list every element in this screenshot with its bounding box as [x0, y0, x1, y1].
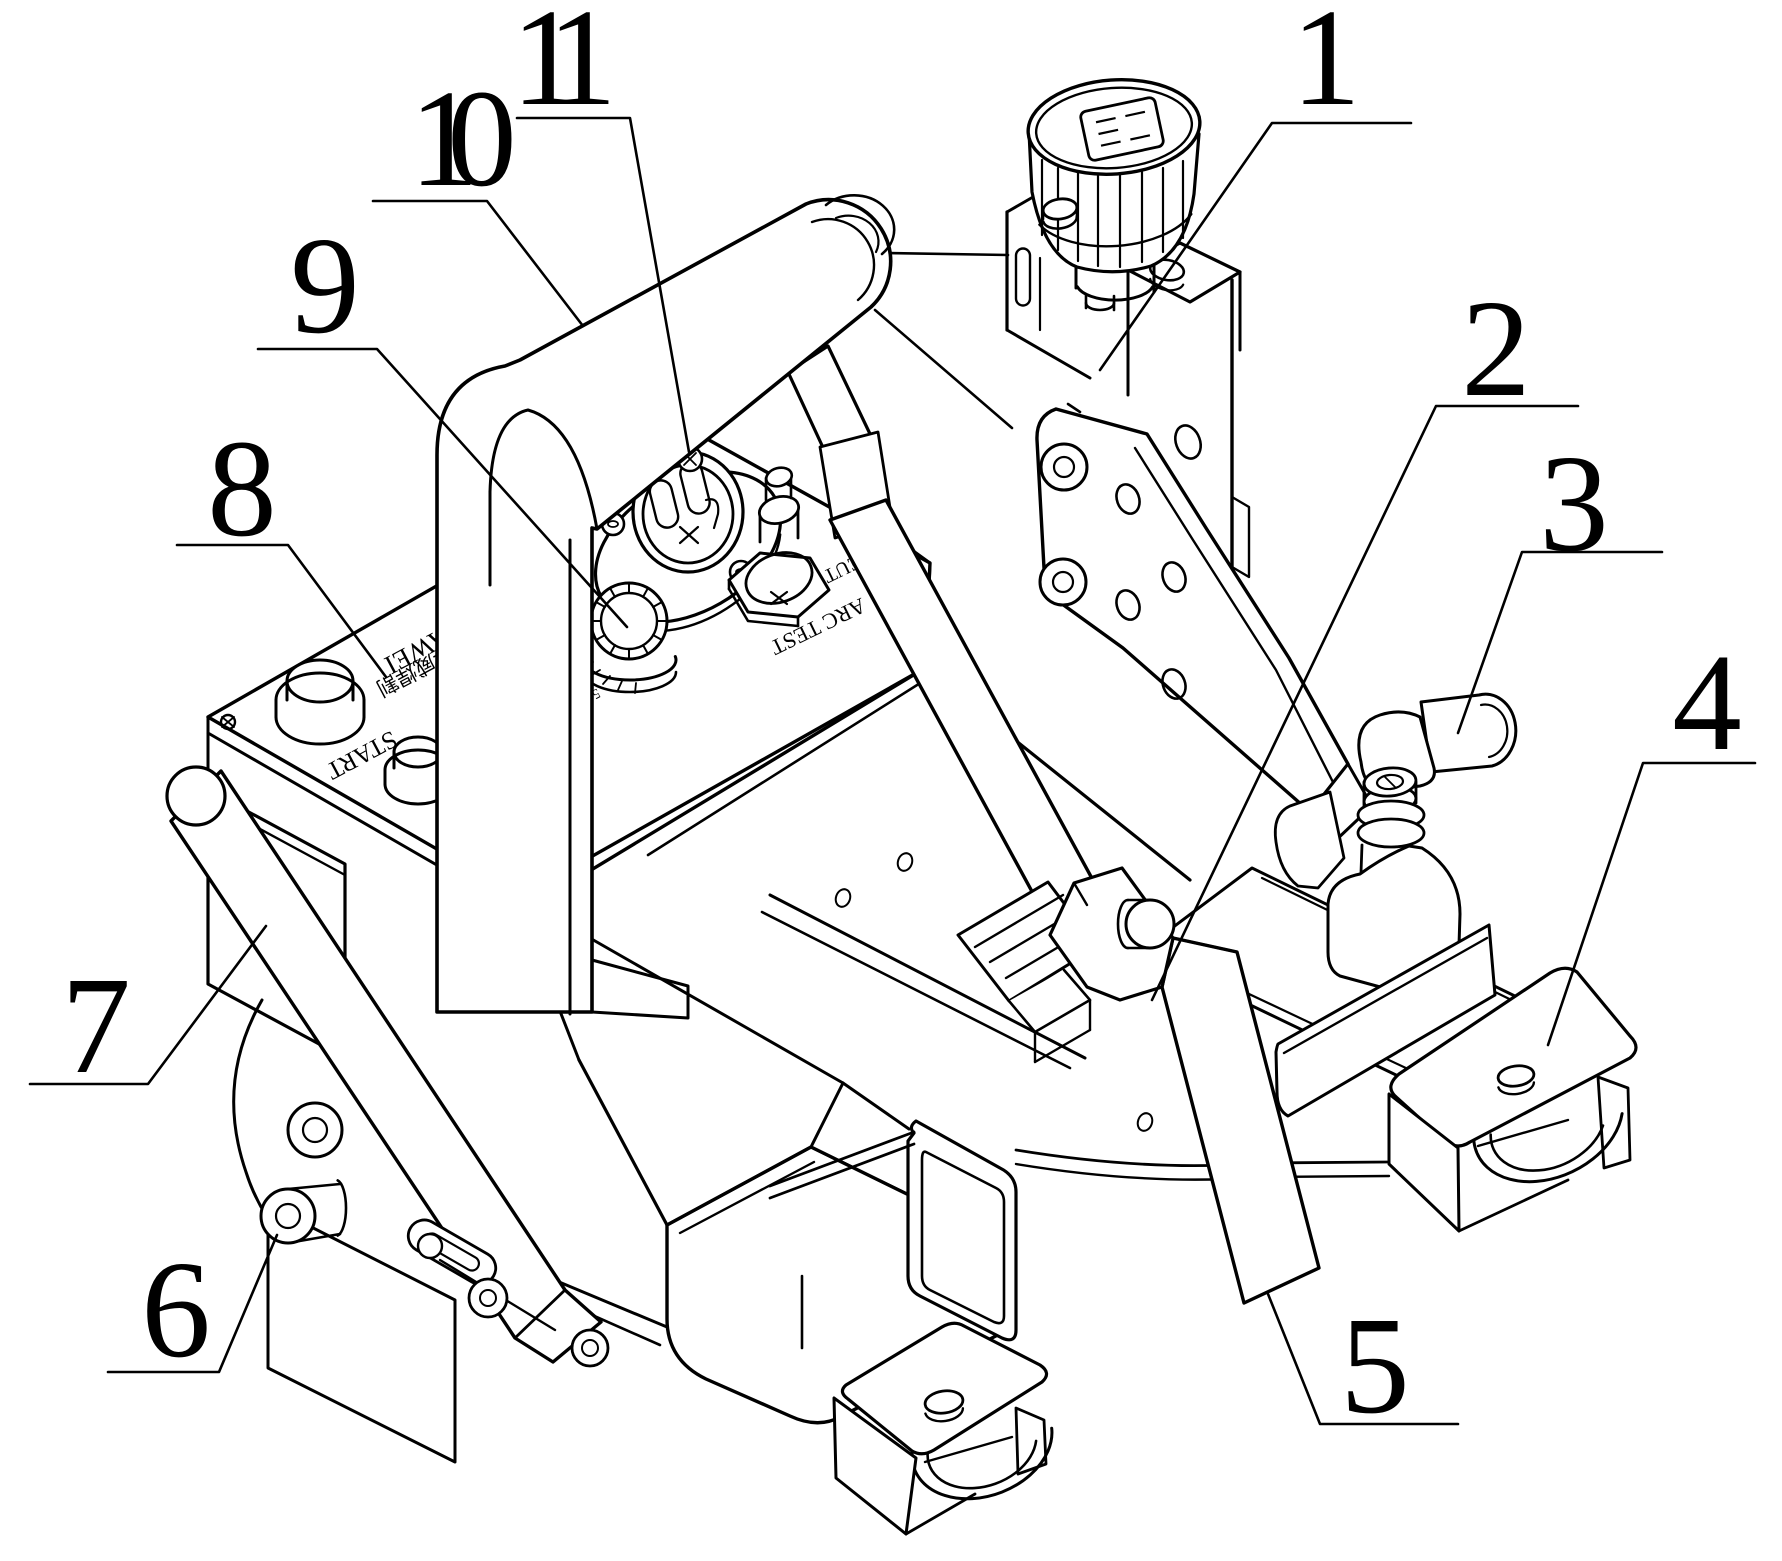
svg-text:1: 1 [409, 62, 479, 216]
svg-text:6: 6 [141, 1233, 211, 1387]
svg-text:4: 4 [1672, 626, 1742, 780]
svg-text:3: 3 [1539, 427, 1609, 581]
svg-text:9: 9 [290, 209, 360, 363]
svg-text:5: 5 [1340, 1289, 1410, 1443]
svg-text:1: 1 [511, 0, 581, 135]
svg-text:1: 1 [547, 0, 617, 135]
svg-text:7: 7 [61, 949, 131, 1103]
svg-text:0: 0 [447, 62, 517, 216]
svg-text:2: 2 [1461, 272, 1531, 426]
svg-text:1: 1 [1291, 0, 1361, 135]
svg-text:8: 8 [207, 412, 277, 566]
